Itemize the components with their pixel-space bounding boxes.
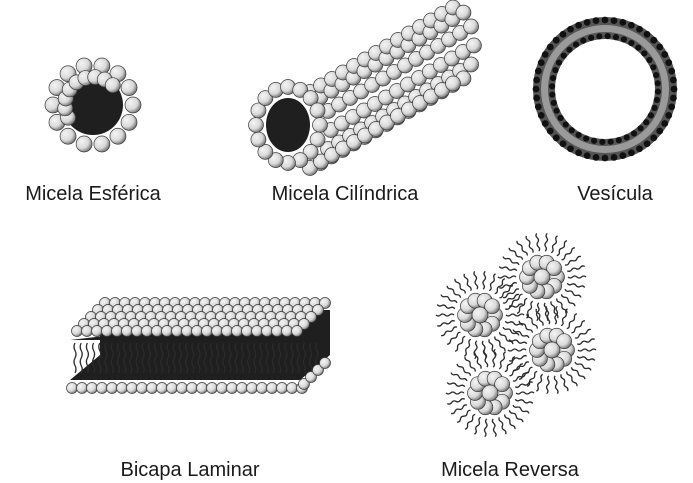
label-lamellar-bilayer: Bicapa Laminar [95,458,285,482]
vesicle-figure [530,14,680,164]
label-reverse-micelle: Micela Reversa [415,458,605,482]
cylindrical-micelle-figure [240,10,470,170]
label-cylindrical-micelle: Micela Cilíndrica [250,182,440,206]
spherical-micelle-figure [38,50,148,160]
label-vesicle: Vesícula [560,182,670,206]
label-spherical-micelle: Micela Esférica [8,182,178,206]
lamellar-bilayer-figure [60,285,340,405]
reverse-micelle-figure [430,235,605,440]
